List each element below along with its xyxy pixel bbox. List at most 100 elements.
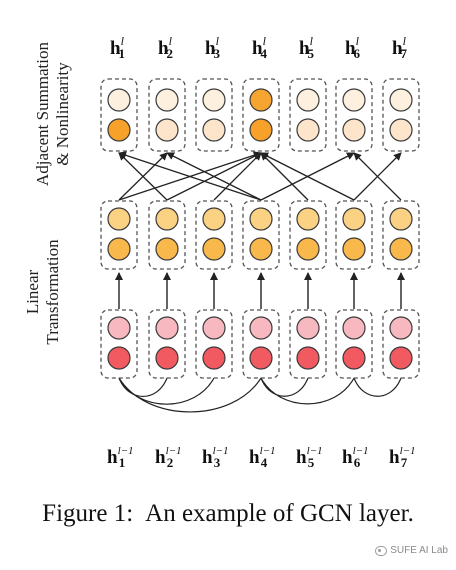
transformed-circle-bottom-6: [342, 237, 366, 261]
adjacency-link-6-7: [353, 377, 402, 397]
transformed-node-7: [382, 200, 420, 270]
input-node-2: [148, 309, 186, 379]
watermark: SUFE AI Lab: [375, 545, 448, 556]
input-node-7: [382, 309, 420, 379]
input-circle-bottom-7: [389, 346, 413, 370]
transformed-circle-bottom-3: [202, 237, 226, 261]
transformed-circle-bottom-7: [389, 237, 413, 261]
input-box-6: [335, 309, 373, 379]
transformed-box-5: [289, 200, 327, 270]
transformed-circle-top-4: [249, 207, 273, 231]
transformed-node-4: [242, 200, 280, 270]
output-circle-bottom-6: [342, 118, 366, 142]
transformed-circle-top-1: [107, 207, 131, 231]
output-node-5: [289, 78, 327, 152]
transformed-circle-bottom-4: [249, 237, 273, 261]
summation-edge-7-6: [353, 152, 402, 201]
output-circle-top-4: [249, 88, 273, 112]
summation-edge-2-1: [118, 152, 168, 201]
input-node-3: [195, 309, 233, 379]
input-box-5: [289, 309, 327, 379]
output-box-3: [195, 78, 233, 152]
transformed-box-1: [100, 200, 138, 270]
side-label-bottom-line1: Linear: [23, 269, 42, 314]
input-node-5: [289, 309, 327, 379]
transformed-node-3: [195, 200, 233, 270]
chat-bubble-icon: [375, 545, 388, 556]
summation-edge-5-4: [260, 152, 309, 201]
transformed-box-7: [382, 200, 420, 270]
input-circle-bottom-3: [202, 346, 226, 370]
transformed-circle-top-6: [342, 207, 366, 231]
output-circle-bottom-5: [296, 118, 320, 142]
transformed-circle-top-3: [202, 207, 226, 231]
output-box-2: [148, 78, 186, 152]
transformed-circle-bottom-2: [155, 237, 179, 261]
output-node-7: [382, 78, 420, 152]
input-circle-top-1: [107, 316, 131, 340]
figure-caption: Figure 1: An example of GCN layer.: [0, 500, 456, 528]
adjacency-link-1-4: [118, 377, 262, 413]
input-box-7: [382, 309, 420, 379]
adjacency-link-4-6: [260, 377, 355, 405]
input-box-4: [242, 309, 280, 379]
output-box-4: [242, 78, 280, 152]
transformed-circle-top-7: [389, 207, 413, 231]
summation-edge-6-4: [260, 152, 355, 201]
output-circle-top-2: [155, 88, 179, 112]
summation-edge-3-4: [213, 152, 262, 201]
output-node-2: [148, 78, 186, 152]
transformed-circle-top-5: [296, 207, 320, 231]
input-circle-top-4: [249, 316, 273, 340]
input-circle-bottom-5: [296, 346, 320, 370]
output-node-3: [195, 78, 233, 152]
output-node-4: [242, 78, 280, 152]
watermark-text: SUFE AI Lab: [390, 545, 448, 556]
transformed-node-5: [289, 200, 327, 270]
side-label-top-line2: & Nonlinearity: [53, 62, 72, 166]
input-node-4: [242, 309, 280, 379]
side-label-bottom: Linear Transformation: [23, 239, 62, 345]
input-circle-bottom-4: [249, 346, 273, 370]
output-box-6: [335, 78, 373, 152]
output-circle-bottom-3: [202, 118, 226, 142]
input-circle-top-2: [155, 316, 179, 340]
input-node-6: [335, 309, 373, 379]
transformed-node-6: [335, 200, 373, 270]
side-label-top-line1: Adjacent Summation: [33, 42, 52, 187]
input-circle-top-3: [202, 316, 226, 340]
adjacency-link-1-2: [118, 377, 168, 398]
input-circle-bottom-6: [342, 346, 366, 370]
caption-prefix: Figure 1:: [42, 500, 134, 527]
input-circle-bottom-2: [155, 346, 179, 370]
adjacency-link-1-3: [118, 377, 215, 405]
output-box-7: [382, 78, 420, 152]
transformed-box-2: [148, 200, 186, 270]
gcn-diagram: Adjacent Summation & Nonlinearity Linear…: [23, 34, 420, 470]
caption-text: An example of GCN layer.: [145, 500, 414, 527]
output-circle-bottom-2: [155, 118, 179, 142]
output-box-5: [289, 78, 327, 152]
summation-edge-4-2: [166, 152, 262, 201]
input-circle-top-6: [342, 316, 366, 340]
side-label-bottom-line2: Transformation: [43, 239, 62, 345]
node-boxes-layer: [100, 78, 420, 379]
output-node-1: [100, 78, 138, 152]
output-circle-top-3: [202, 88, 226, 112]
transformed-circle-bottom-1: [107, 237, 131, 261]
side-label-top: Adjacent Summation & Nonlinearity: [33, 42, 72, 187]
transformed-box-6: [335, 200, 373, 270]
output-circle-bottom-4: [249, 118, 273, 142]
output-circle-top-6: [342, 88, 366, 112]
transformed-node-2: [148, 200, 186, 270]
